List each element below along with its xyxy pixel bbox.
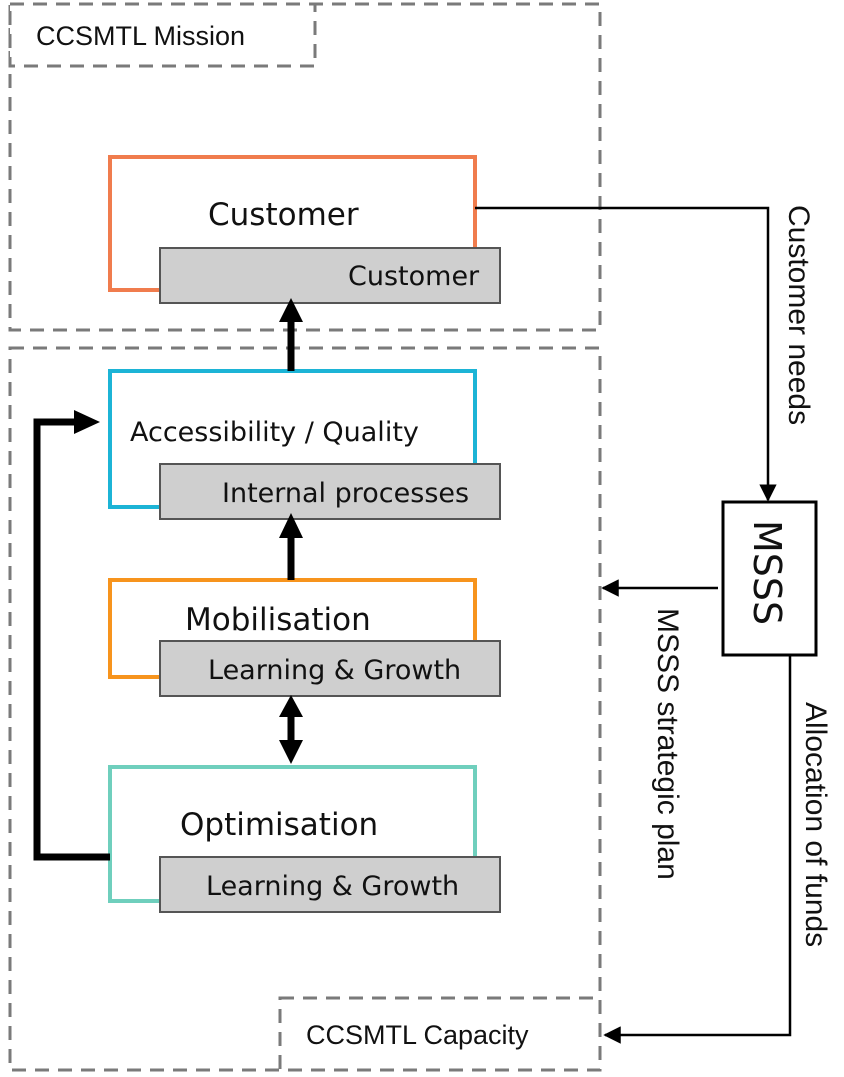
msss-label: MSSS: [745, 520, 789, 625]
optimisation-tag-label: Learning & Growth: [206, 871, 459, 902]
capacity-label-box: [278, 996, 602, 1072]
customer-tag: [159, 247, 501, 304]
arrow-customer-needs: [475, 206, 777, 502]
arrow-mobilisation-optimisation: [279, 695, 303, 764]
msss-box: [721, 500, 818, 657]
arrow-allocation-of-funds: [603, 655, 792, 1044]
capacity-label: CCSMTL Capacity: [306, 1020, 529, 1050]
customer-title: Customer: [208, 197, 359, 233]
accessibility-tag-label: Internal processes: [222, 478, 469, 509]
mobilisation-title: Mobilisation: [185, 602, 371, 638]
capacity-region: [8, 346, 602, 1072]
optimisation-title: Optimisation: [180, 807, 378, 843]
customer-tag-label: Customer: [348, 261, 480, 292]
mobilisation-tag-label: Learning & Growth: [208, 655, 461, 686]
allocation-label: Allocation of funds: [799, 702, 832, 947]
arrow-mobilisation-to-accessibility: [279, 513, 303, 580]
accessibility-title: Accessibility / Quality: [130, 417, 419, 448]
mission-label: CCSMTL Mission: [36, 21, 245, 51]
customer-needs-label: Customer needs: [782, 205, 815, 425]
arrow-accessibility-to-customer: [279, 298, 303, 371]
optimisation-tag: [159, 856, 501, 913]
mobilisation-tag: [159, 640, 501, 697]
arrow-optimisation-to-accessibility: [33, 410, 110, 861]
mission-label-box: [8, 2, 317, 68]
accessibility-tag: [159, 463, 501, 520]
strategic-plan-label: MSSS strategic plan: [651, 608, 684, 880]
mission-region: [8, 2, 602, 332]
